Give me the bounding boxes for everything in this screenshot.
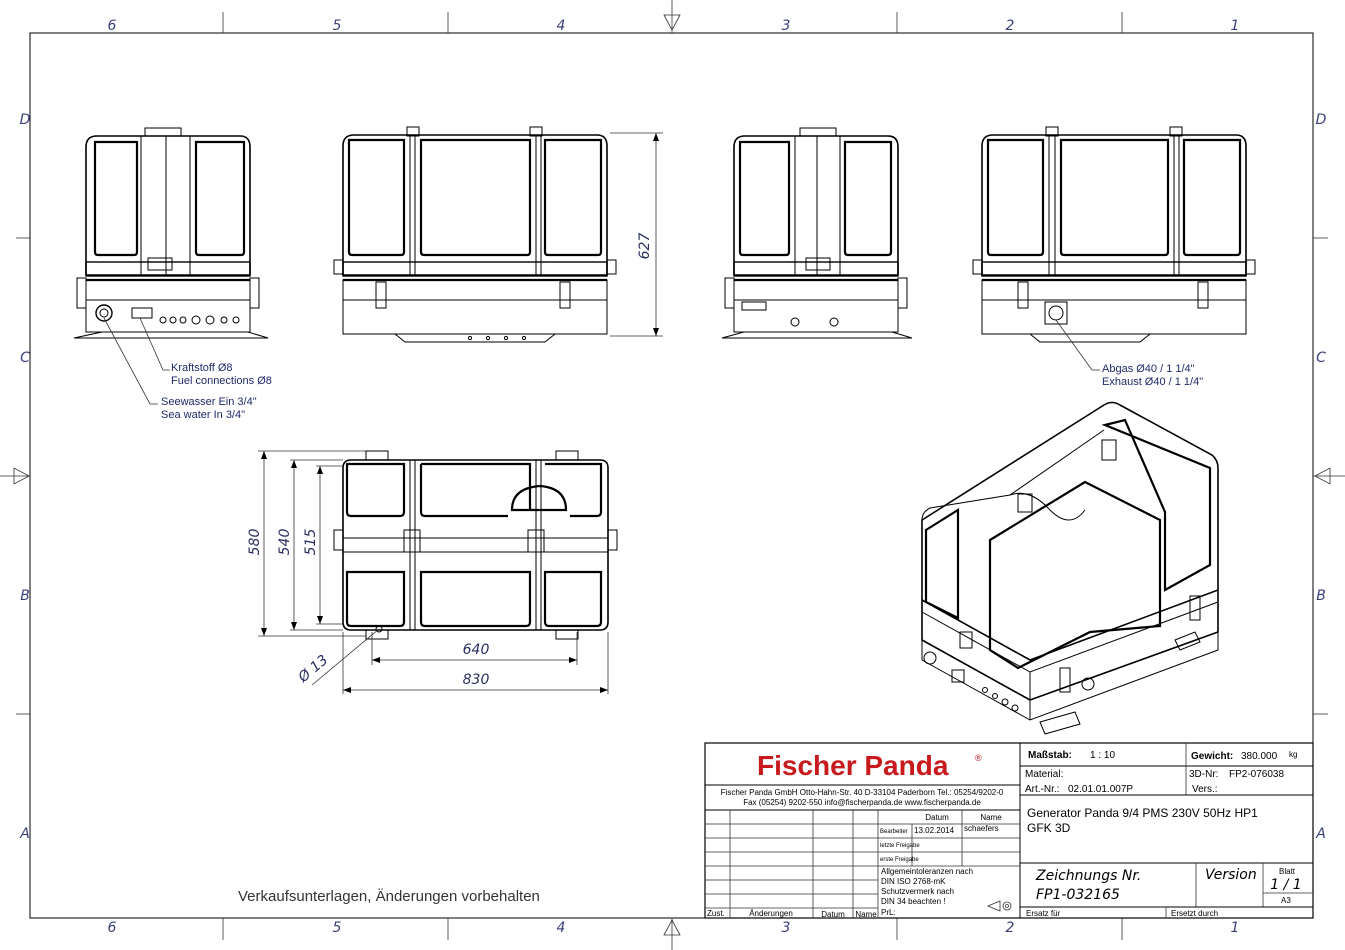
side-view (333, 126, 663, 343)
zone-row-c-right: C (1316, 350, 1326, 366)
zone-col-5-top: 5 (333, 18, 342, 34)
material-label: Material: (1025, 769, 1063, 780)
tolerance-line-1: Allgemeintoleranzen nach (881, 867, 973, 876)
zone-row-c-left: C (20, 350, 30, 366)
title-block (704, 742, 1314, 919)
replaced-by-label: Ersetzt durch (1171, 909, 1218, 918)
zone-row-a-left: A (19, 826, 30, 842)
zone-col-1-top: 1 (1231, 18, 1240, 34)
art-nr-value: 02.01.01.007P (1068, 784, 1133, 795)
zone-col-6-top: 6 (108, 18, 117, 34)
zone-row-d-left: D (20, 112, 31, 128)
dimension-580: 580 (247, 529, 263, 556)
three-d-value: FP2-076038 (1229, 769, 1284, 780)
rev-date-header: Datum (821, 910, 845, 919)
company-address: Fischer Panda GmbH Otto-Hahn-Str. 40 D-3… (721, 788, 1004, 797)
scale-label: Maßstab: (1028, 750, 1072, 761)
rev-name-header: Name (855, 910, 877, 919)
tolerance-line-4: DIN 34 beachten ! (881, 897, 945, 906)
zone-col-4-bottom: 4 (557, 920, 566, 936)
back-view (972, 126, 1256, 371)
sheet-format: A3 (1281, 896, 1291, 905)
description-line-1: Generator Panda 9/4 PMS 230V 50Hz HP1 (1027, 806, 1258, 820)
zone-col-6-bottom: 6 (108, 920, 117, 936)
erste-freigabe-label: erste Freigabe (880, 857, 919, 863)
zone-col-3-top: 3 (782, 18, 791, 34)
bearbeiter-label: Bearbeiter (880, 829, 908, 835)
registered-mark: ® (975, 753, 982, 763)
fuel-callout-de: Kraftstoff Ø8 (171, 362, 233, 374)
description-line-2: GFK 3D (1027, 821, 1071, 835)
sheet-label: Blatt (1279, 867, 1296, 876)
sheet-value: 1 / 1 (1270, 877, 1301, 893)
rev-changes-header: Änderungen (749, 909, 793, 918)
dimension-640: 640 (463, 642, 490, 658)
seawater-callout-de: Seewasser Ein 3/4" (161, 396, 257, 408)
end-view-right (721, 127, 913, 339)
footer-note: Verkaufsunterlagen, Änderungen vorbehalt… (238, 888, 540, 905)
seawater-callout-en: Sea water In 3/4" (161, 409, 245, 421)
dimension-hole-13: Ø 13 (295, 652, 332, 686)
zone-labels: 6 5 4 3 2 1 6 5 4 3 2 1 D C B A D C B A (19, 18, 1326, 936)
zone-col-4-top: 4 (557, 18, 566, 34)
version-short-label: Vers.: (1192, 784, 1218, 795)
rev-zust-header: Zust. (707, 909, 725, 918)
name-header: Name (980, 813, 1002, 822)
end-view-left (73, 127, 269, 405)
bearbeiter-date: 13.02.2014 (914, 826, 955, 835)
tolerance-line-3: Schutzvermerk nach (881, 887, 954, 896)
version-label: Version (1205, 867, 1257, 883)
top-view (258, 450, 618, 694)
dimension-627: 627 (637, 233, 653, 260)
zone-row-b-left: B (20, 588, 30, 604)
datum-header: Datum (925, 813, 949, 822)
zone-col-3-bottom: 3 (782, 920, 791, 936)
bearbeiter-name: schaefers (964, 824, 999, 833)
company-contact: Fax (05254) 9202-550 info@fischerpanda.d… (743, 798, 981, 807)
dimension-540: 540 (277, 529, 293, 556)
dimension-515: 515 (303, 529, 319, 556)
zone-col-1-bottom: 1 (1231, 920, 1240, 936)
zone-col-2-bottom: 2 (1006, 920, 1015, 936)
exhaust-callout-de: Abgas Ø40 / 1 1/4" (1102, 363, 1195, 375)
weight-label: Gewicht: (1191, 751, 1233, 762)
letzte-freigabe-label: letzte Freigabe (880, 843, 920, 849)
prl-label: PrL: (881, 908, 896, 917)
zone-col-2-top: 2 (1006, 18, 1015, 34)
zone-row-d-right: D (1316, 112, 1327, 128)
zone-row-b-right: B (1316, 588, 1326, 604)
replaces-label: Ersatz für (1026, 909, 1061, 918)
scale-value: 1 : 10 (1090, 750, 1115, 761)
three-d-label: 3D-Nr: (1189, 769, 1218, 780)
fischer-panda-logo: Fischer Panda (757, 750, 949, 781)
isometric-view (921, 401, 1219, 735)
dimension-830: 830 (463, 672, 490, 688)
exhaust-callout-en: Exhaust Ø40 / 1 1/4" (1102, 376, 1203, 388)
fuel-callout-en: Fuel connections Ø8 (171, 375, 272, 387)
art-nr-label: Art.-Nr.: (1025, 784, 1059, 795)
weight-unit: kg (1289, 750, 1297, 759)
drawing-number-value: FP1-032165 (1036, 887, 1120, 903)
tolerance-line-2: DIN ISO 2768-mK (881, 877, 946, 886)
zone-col-5-bottom: 5 (333, 920, 342, 936)
drawing-number-label: Zeichnungs Nr. (1035, 868, 1141, 884)
zone-row-a-right: A (1315, 826, 1326, 842)
weight-value: 380.000 (1241, 751, 1278, 762)
